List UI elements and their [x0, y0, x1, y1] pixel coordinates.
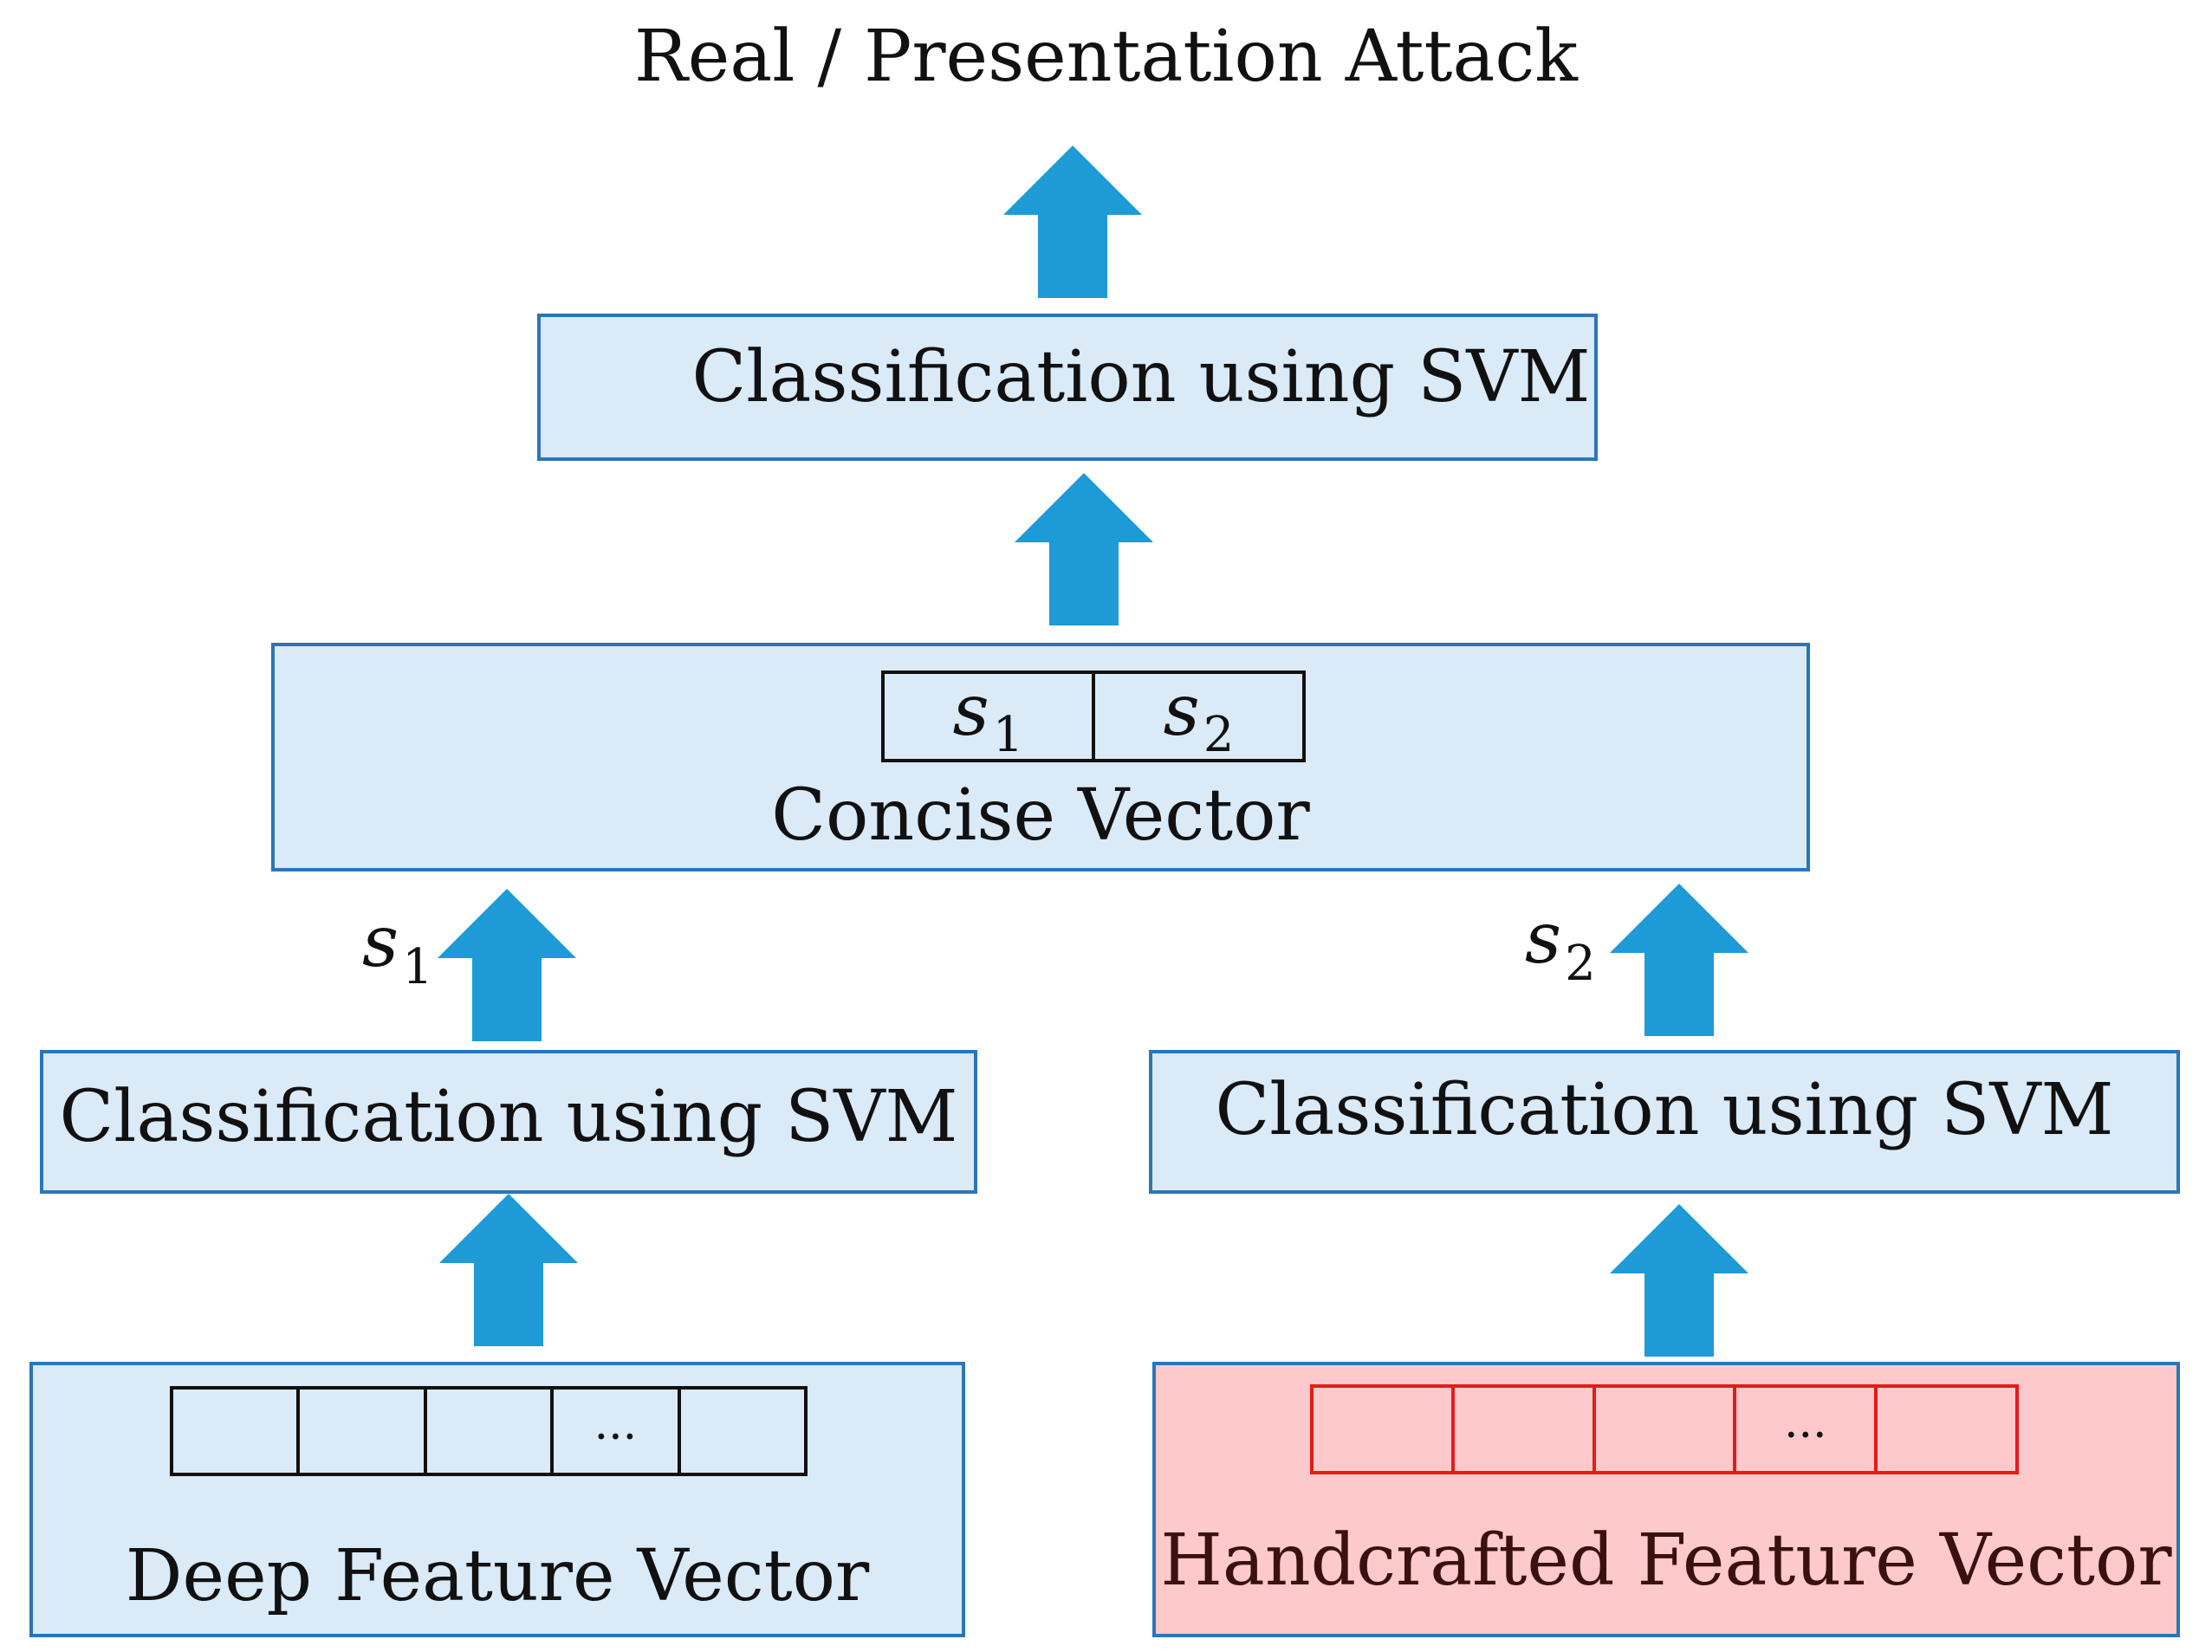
top-svm-label: Classification using SVM	[691, 336, 1591, 418]
vector-cell-ellipsis: ...	[1736, 1388, 1878, 1471]
vector-cell	[427, 1390, 555, 1473]
right-svm-label: Classification using SVM	[1215, 1069, 2114, 1151]
vector-cell	[173, 1390, 301, 1473]
vector-cell	[1878, 1388, 2015, 1471]
vector-cell	[1455, 1388, 1596, 1471]
arrow-up-icon	[1610, 884, 1748, 1036]
arrow-up-icon	[1015, 473, 1153, 625]
output-label: Real / Presentation Attack	[634, 16, 1578, 98]
handcrafted-feature-cells: ...	[1310, 1384, 2019, 1474]
concise-vector-label: Concise Vector	[771, 774, 1310, 857]
vector-cell	[1596, 1388, 1737, 1471]
arrow-up-icon	[439, 1194, 578, 1346]
deep-feature-box: ... Deep Feature Vector	[29, 1362, 965, 1637]
deep-feature-cells: ...	[170, 1386, 808, 1476]
left-svm-label: Classification using SVM	[59, 1076, 958, 1158]
deep-feature-label: Deep Feature Vector	[125, 1535, 870, 1617]
arrow-up-icon	[1610, 1204, 1748, 1357]
handcrafted-feature-box: ... Handcrafted Feature Vector	[1152, 1362, 2180, 1637]
score-label-s2: s2	[1525, 897, 1596, 992]
top-svm-box: Classification using SVM	[537, 314, 1598, 461]
arrow-up-icon	[1003, 146, 1142, 298]
handcrafted-feature-label: Handcrafted Feature Vector	[1160, 1519, 2172, 1602]
arrow-up-icon	[438, 889, 576, 1041]
score-label-s1: s1	[362, 901, 433, 995]
left-svm-box: Classification using SVM	[40, 1050, 977, 1194]
concise-vector-box: s1 s2 Concise Vector	[271, 643, 1810, 871]
vector-cell-ellipsis: ...	[554, 1390, 681, 1473]
vector-cell	[300, 1390, 427, 1473]
vector-cell	[1314, 1388, 1455, 1471]
right-svm-box: Classification using SVM	[1149, 1050, 2180, 1194]
vector-cell	[681, 1390, 804, 1473]
concise-vector-cells: s1 s2	[881, 669, 1306, 764]
score-cell-s1: s1	[885, 670, 1095, 763]
score-cell-s2: s2	[1163, 669, 1235, 764]
